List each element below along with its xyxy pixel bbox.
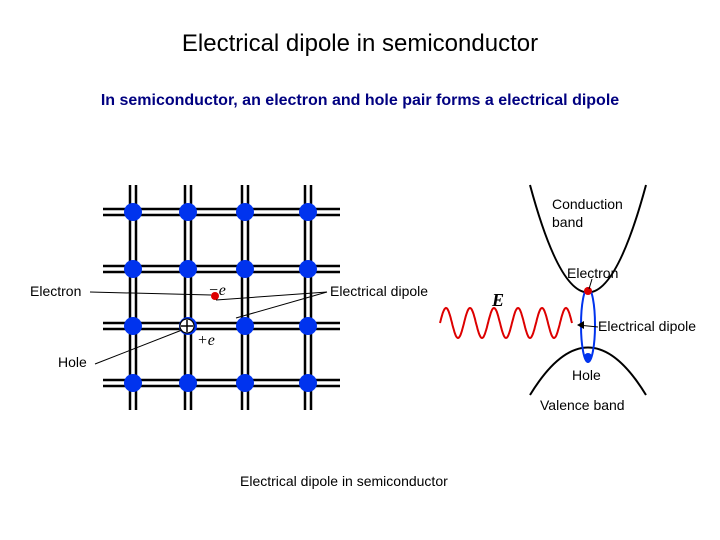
lattice-atom: [236, 374, 254, 392]
page-title: Electrical dipole in semiconductor: [181, 30, 539, 57]
lattice-atom: [236, 203, 254, 221]
band-dipole-label: Electrical dipole: [598, 318, 697, 334]
electron-label: Electron: [30, 283, 82, 299]
conduction-band-label: Conduction band: [552, 196, 623, 230]
lattice-atom: [299, 203, 317, 221]
lattice-atom: [179, 374, 197, 392]
lattice-atom: [124, 317, 142, 335]
dipole-leader-line: [235, 291, 328, 319]
lattice-atom: [299, 317, 317, 335]
band-dipole-arrowhead: [577, 321, 584, 329]
lattice-atom: [236, 260, 254, 278]
lattice-atom: [179, 203, 197, 221]
photon-wave: [439, 306, 573, 340]
valence-band-curve: [529, 346, 647, 396]
crystal-lattice: [103, 185, 340, 410]
diagram-caption: Electrical dipole in semiconductor: [240, 473, 448, 489]
lattice-electron: [211, 292, 219, 300]
page-subtitle: In semiconductor, an electron and hole p…: [100, 92, 620, 109]
band-electron-leader: [588, 278, 593, 290]
hole-leader-line: [94, 329, 183, 365]
band-electron: [584, 287, 592, 295]
dipole-leader-line-2: [215, 291, 328, 301]
hole-charge-symbol: +e: [197, 332, 215, 349]
lattice-atom: [124, 260, 142, 278]
lattice-hole-icon: [179, 318, 195, 334]
electron-charge-symbol: −e: [208, 282, 226, 299]
band-electron-label: Electron: [567, 265, 619, 281]
lattice-atom: [124, 203, 142, 221]
lattice-atom: [236, 317, 254, 335]
lattice-atom: [299, 374, 317, 392]
lattice-atom: [179, 260, 197, 278]
band-hole-label: Hole: [572, 367, 601, 383]
lattice-atom: [299, 260, 317, 278]
lattice-atom: [124, 374, 142, 392]
electron-leader-line: [89, 291, 212, 296]
hole-label: Hole: [58, 354, 87, 370]
band-hole: [584, 353, 592, 361]
valence-band-label: Valence band: [540, 397, 625, 413]
dipole-label: Electrical dipole: [330, 283, 429, 299]
field-symbol: E: [492, 290, 505, 310]
